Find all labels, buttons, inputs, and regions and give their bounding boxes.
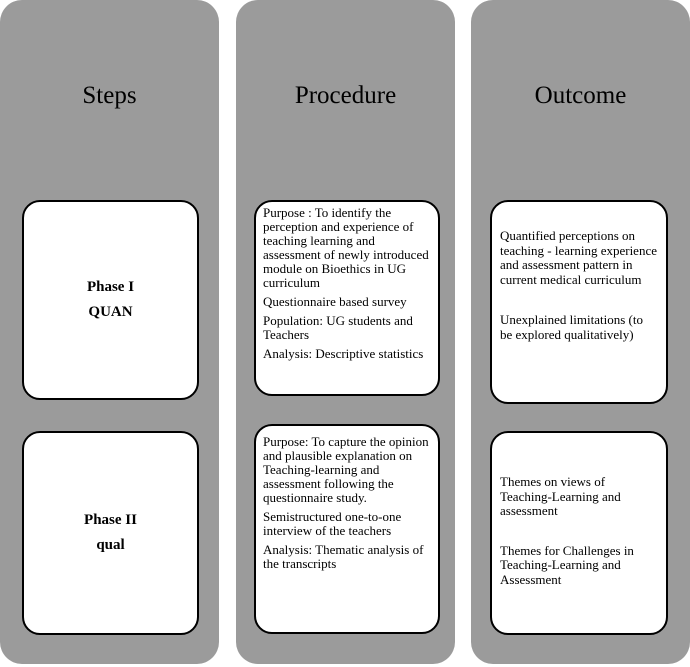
phase2-method: qual (96, 537, 125, 553)
outcome-header: Outcome (534, 82, 627, 109)
phase1-method-text: Questionnaire based survey (263, 294, 407, 309)
phase1-step-box: Phase I QUAN (22, 200, 199, 400)
phase1-outcome-limitations: Unexplained limitations (to be explored … (500, 312, 643, 342)
phase2-step-box: Phase II qual (22, 431, 199, 635)
phase2-name: Phase II (84, 512, 137, 528)
phase1-name: Phase I (86, 279, 135, 295)
phase2-interview: Semistructured one-to-one interview of t… (263, 509, 402, 538)
phase2-procedure-box: Purpose: To capture the opinion and plau… (254, 424, 440, 634)
phase1-population: Population: UG students and Teachers (263, 313, 413, 342)
steps-header: Steps (82, 82, 137, 109)
phase1-outcome-quantified: Quantified perceptions on teaching - lea… (500, 228, 657, 287)
procedure-header: Procedure (294, 82, 397, 109)
phase1-procedure-box: Purpose : To identify the perception and… (254, 200, 440, 396)
phase1-outcome-box: Quantified perceptions on teaching - lea… (490, 200, 668, 404)
phase1-purpose: Purpose : To identify the perception and… (263, 205, 429, 290)
phase2-outcome-views: Themes on views of Teaching-Learning and… (500, 474, 621, 518)
phase2-purpose: Purpose: To capture the opinion and plau… (263, 434, 429, 505)
phase2-outcome-challenges: Themes for Challenges in Teaching-Learni… (500, 542, 634, 587)
phase2-outcome-box: Themes on views of Teaching-Learning and… (490, 431, 668, 635)
phase1-analysis: Analysis: Descriptive statistics (263, 346, 424, 361)
phase1-method: QUAN (88, 304, 133, 320)
phase2-analysis: Analysis: Thematic analysis of the trans… (263, 542, 424, 571)
